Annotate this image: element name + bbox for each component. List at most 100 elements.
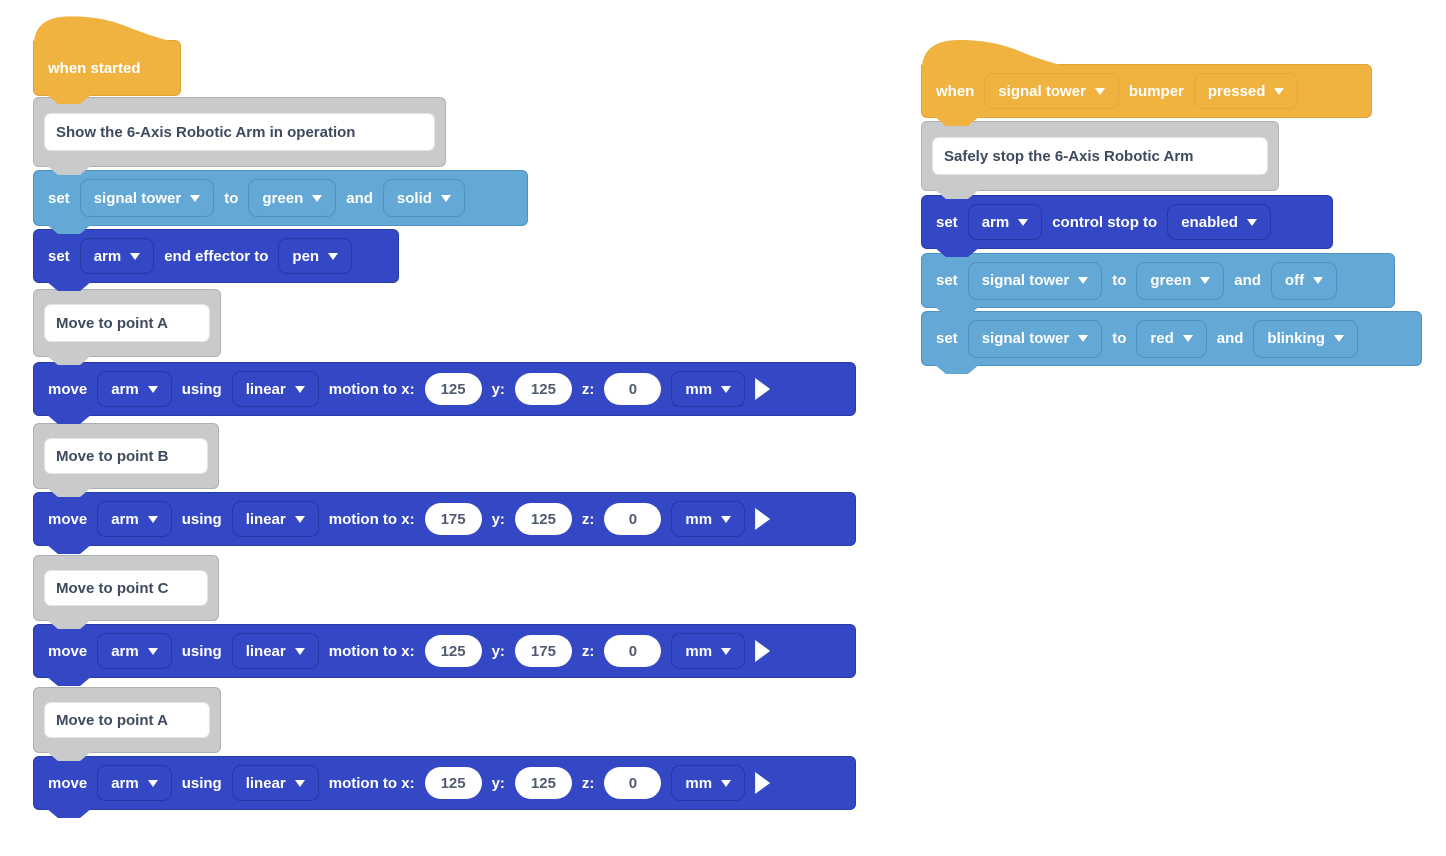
device-dropdown[interactable]: arm [79, 238, 155, 274]
set-end-effector-block[interactable]: set arm end effector to pen [33, 229, 399, 291]
move-linear-block[interactable]: move arm using linear motion to x: 125 y… [33, 624, 856, 686]
unit-dropdown[interactable]: mm [671, 633, 746, 669]
comment-block[interactable]: Move to point A [33, 687, 221, 761]
motion-type-dropdown[interactable]: linear [231, 633, 319, 669]
device-dropdown-value: signal tower [981, 272, 1070, 289]
when-bumper-hat-block[interactable]: when signal tower bumper pressed [921, 40, 1372, 126]
device-dropdown[interactable]: arm [967, 204, 1043, 240]
mode-dropdown-value: blinking [1267, 330, 1325, 347]
device-dropdown[interactable]: arm [97, 371, 172, 407]
unit-dropdown[interactable]: mm [671, 501, 746, 537]
keyword-z: z: [581, 774, 595, 792]
keyword-end-effector-to: end effector to [164, 247, 269, 265]
device-dropdown[interactable]: signal tower [79, 179, 215, 217]
comment-text-field[interactable]: Safely stop the 6-Axis Robotic Arm [932, 137, 1268, 175]
color-dropdown[interactable]: green [248, 179, 337, 217]
device-dropdown[interactable]: arm [97, 765, 172, 801]
color-dropdown[interactable]: red [1136, 319, 1207, 358]
set-control-stop-block[interactable]: set arm control stop to enabled [921, 195, 1333, 257]
keyword-y: y: [491, 774, 505, 792]
hat-bump [33, 16, 179, 43]
device-dropdown-value: arm [93, 247, 122, 265]
motion-type-dropdown[interactable]: linear [231, 371, 319, 407]
comment-block[interactable]: Safely stop the 6-Axis Robotic Arm [921, 121, 1279, 199]
y-input[interactable]: 175 [514, 635, 572, 667]
motion-type-dropdown-value: linear [245, 510, 286, 528]
chevron-down-icon [328, 252, 339, 260]
z-input[interactable]: 0 [604, 767, 662, 799]
z-input[interactable]: 0 [604, 373, 662, 405]
comment-text-field[interactable]: Move to point A [44, 702, 210, 738]
color-dropdown[interactable]: green [1136, 261, 1225, 300]
motion-type-dropdown-value: linear [245, 380, 286, 398]
chevron-down-icon [1246, 218, 1257, 226]
play-icon[interactable] [755, 640, 771, 662]
keyword-motion-to-x: motion to x: [328, 380, 415, 398]
motion-type-dropdown[interactable]: linear [231, 501, 319, 537]
play-icon[interactable] [755, 772, 771, 794]
move-linear-block[interactable]: move arm using linear motion to x: 175 y… [33, 492, 856, 554]
when-started-hat-block[interactable]: when started [33, 16, 181, 104]
mode-dropdown[interactable]: blinking [1253, 319, 1358, 358]
block-tab [46, 544, 92, 554]
mode-dropdown[interactable]: off [1270, 261, 1338, 300]
chevron-down-icon [721, 385, 732, 393]
state-dropdown[interactable]: pressed [1193, 73, 1299, 109]
set-signal-tower-block[interactable]: set signal tower to green and solid [33, 170, 528, 234]
keyword-z: z: [581, 380, 595, 398]
state-dropdown-value: enabled [1181, 213, 1238, 231]
set-signal-tower-block[interactable]: set signal tower to red and blinking [921, 311, 1422, 374]
set-signal-tower-block[interactable]: set signal tower to green and off [921, 253, 1395, 316]
device-dropdown[interactable]: arm [97, 633, 172, 669]
play-icon[interactable] [755, 508, 771, 530]
x-input[interactable]: 175 [424, 503, 482, 535]
keyword-z: z: [581, 510, 595, 528]
z-input[interactable]: 0 [604, 503, 662, 535]
comment-text-field[interactable]: Move to point B [44, 438, 208, 474]
color-dropdown-value: green [262, 189, 304, 207]
y-input[interactable]: 125 [514, 373, 572, 405]
comment-block[interactable]: Move to point C [33, 555, 219, 629]
comment-block[interactable]: Move to point A [33, 289, 221, 365]
keyword-to: to [1112, 272, 1127, 289]
chevron-down-icon [1200, 277, 1211, 284]
keyword-and: and [1216, 330, 1244, 347]
color-dropdown-value: green [1150, 272, 1192, 289]
chevron-down-icon [190, 194, 201, 202]
keyword-and: and [1234, 272, 1261, 289]
x-input[interactable]: 125 [424, 373, 482, 405]
x-input[interactable]: 125 [424, 635, 482, 667]
z-input[interactable]: 0 [604, 635, 662, 667]
comment-block[interactable]: Move to point B [33, 423, 219, 497]
comment-text-field[interactable]: Show the 6-Axis Robotic Arm in operation [44, 113, 435, 151]
device-dropdown[interactable]: signal tower [967, 319, 1103, 358]
tool-dropdown[interactable]: pen [278, 238, 353, 274]
unit-dropdown-value: mm [685, 510, 713, 528]
comment-text-field[interactable]: Move to point A [44, 304, 210, 342]
comment-block[interactable]: Show the 6-Axis Robotic Arm in operation [33, 97, 446, 175]
x-input[interactable]: 125 [424, 767, 482, 799]
unit-dropdown[interactable]: mm [671, 765, 746, 801]
chevron-down-icon [440, 194, 451, 202]
keyword-set: set [936, 272, 958, 289]
y-input[interactable]: 125 [514, 503, 572, 535]
device-dropdown[interactable]: signal tower [967, 261, 1103, 300]
move-linear-block[interactable]: move arm using linear motion to x: 125 y… [33, 756, 856, 818]
comment-text-field[interactable]: Move to point C [44, 570, 208, 606]
move-linear-block[interactable]: move arm using linear motion to x: 125 y… [33, 362, 856, 424]
device-dropdown[interactable]: signal tower [984, 73, 1119, 109]
keyword-bumper: bumper [1128, 82, 1184, 100]
motion-type-dropdown[interactable]: linear [231, 765, 319, 801]
play-icon[interactable] [755, 378, 771, 400]
mode-dropdown[interactable]: solid [382, 179, 465, 217]
unit-dropdown[interactable]: mm [671, 371, 746, 407]
y-input[interactable]: 125 [514, 767, 572, 799]
chevron-down-icon [294, 647, 305, 655]
chevron-down-icon [147, 779, 158, 787]
device-dropdown[interactable]: arm [97, 501, 172, 537]
chevron-down-icon [294, 779, 305, 787]
chevron-down-icon [721, 515, 732, 523]
state-dropdown[interactable]: enabled [1167, 204, 1271, 240]
keyword-and: and [346, 189, 373, 207]
keyword-using: using [181, 774, 222, 792]
